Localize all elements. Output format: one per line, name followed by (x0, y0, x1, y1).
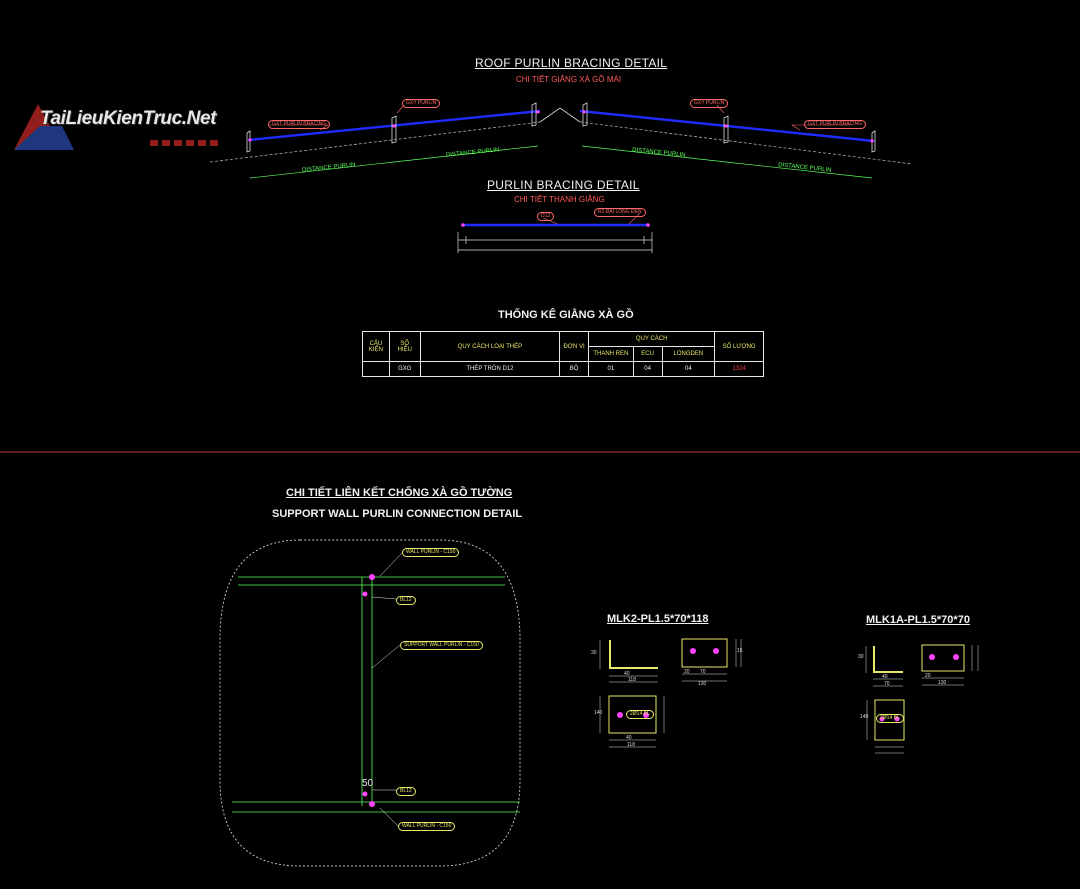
mlk1a-dim-130: 130 (938, 680, 947, 686)
watermark-text: TaiLieuKienTruc.Net (40, 108, 217, 129)
bracing-rod-drawing (457, 223, 653, 253)
td-cau-kien (362, 361, 390, 377)
td-don-vi: BỘ (559, 361, 589, 377)
th-hieu: HIỆU (397, 346, 412, 353)
td-thanh-ren: 01 (588, 361, 634, 377)
table-title: THỐNG KÊ GIẰNG XÀ GỒ (498, 309, 634, 321)
th-ecu: ECU (632, 346, 663, 362)
bracing-detail-title: PURLIN BRACING DETAIL (487, 178, 640, 192)
tag-sag-rod-left: GXT PURLIN BRACING (268, 120, 331, 129)
tag-rod: D12 (537, 212, 555, 221)
tag-bolt-bottom: BL12 (396, 787, 416, 796)
mlk2-title: MLK2-PL1.5*70*118 (607, 613, 709, 625)
mlk1a-dim-70: 70 (884, 681, 890, 687)
tag-purlin-left: GXY PURLIN (402, 99, 441, 108)
tag-wall-purlin-bottom: WALL PURLIN - C150 (398, 822, 456, 831)
mlk1a-dim-30: 30 (858, 654, 864, 660)
mlk1a-dim-140: 140 (860, 714, 869, 720)
td-so-luong: 1324 (714, 361, 764, 377)
mlk2-dim-140: 140 (594, 710, 603, 716)
th-kien: KIỆN (368, 346, 383, 353)
tag-sag-rod-right: GXT PURLIN BRACING (804, 120, 867, 129)
mlk1a-dim-20: 20 (925, 673, 931, 679)
mlk1a-dim-40: 40 (882, 674, 888, 680)
watermark-logo-icon (14, 104, 218, 150)
th-loai-thep: QUY CÁCH LOẠI THÉP (419, 331, 561, 362)
th-so-luong: SỐ LƯỢNG (714, 331, 764, 362)
roof-detail-subtitle: CHI TIẾT GIẰNG XÀ GỒ MÁI (516, 75, 622, 84)
th-so: SỐ (400, 340, 410, 347)
tag-rod-length: R2 ĐAI LONG ĐEN (594, 208, 646, 217)
table-row: GXG THÉP TRÒN D12 BỘ 01 04 04 1324 (362, 361, 764, 377)
roof-section (209, 102, 913, 226)
roof-detail-title: ROOF PURLIN BRACING DETAIL (475, 56, 668, 70)
wall-connection-drawing (219, 539, 521, 867)
mlk2-dim-70: 70 (700, 669, 706, 675)
mlk1a-title: MLK1A-PL1.5*70*70 (866, 614, 970, 626)
td-longden: 04 (661, 361, 716, 377)
tag-wall-purlin-top: WALL PURLIN - C150 (402, 548, 460, 557)
dim-50: 50 (362, 778, 374, 789)
mlk2-dim-15: 15 (737, 648, 743, 654)
mlk2-drawing (599, 638, 742, 748)
th-quy-cach: QUY CÁCH (587, 331, 716, 347)
mlk2-dim-118a: 118 (628, 677, 636, 683)
tag-support-purlin: SUPPORT WALL PURLIN - C150 (400, 641, 483, 650)
mlk2-dim-20: 20 (684, 669, 690, 675)
bracing-detail-subtitle: CHI TIẾT THANH GIẰNG (514, 195, 605, 204)
mlk2-dim-30: 30 (591, 650, 597, 656)
th-longden: LONGDEN (661, 346, 716, 362)
wall-detail-title-en: SUPPORT WALL PURLIN CONNECTION DETAIL (272, 508, 523, 520)
td-so-hieu: GXG (388, 361, 421, 377)
mlk2-dim-118b: 118 (627, 742, 635, 748)
mlk2-dim-40b: 40 (626, 735, 632, 741)
mlk2-dim-130: 130 (698, 681, 707, 687)
tag-bolt-top: BL12 (396, 596, 416, 605)
th-cau: CẤU (369, 340, 383, 347)
td-loai-thep: THÉP TRÒN D12 (419, 361, 561, 377)
th-don-vi: ĐƠN VỊ (559, 331, 589, 362)
th-thanh-ren: THANH REN (588, 346, 634, 362)
mlk1a-hole-tag: 2Ø14 BL (876, 714, 904, 723)
tag-purlin-right: GXY PURLIN (690, 99, 729, 108)
mlk2-hole-tag: 2Ø14 BL (626, 710, 654, 719)
mlk2-dim-40: 40 (624, 671, 630, 677)
td-ecu: 04 (632, 361, 663, 377)
wall-detail-title-vn: CHI TIẾT LIÊN KẾT CHỐNG XÀ GỒ TƯỜNG (286, 487, 513, 499)
mlk1a-drawing (865, 644, 979, 754)
